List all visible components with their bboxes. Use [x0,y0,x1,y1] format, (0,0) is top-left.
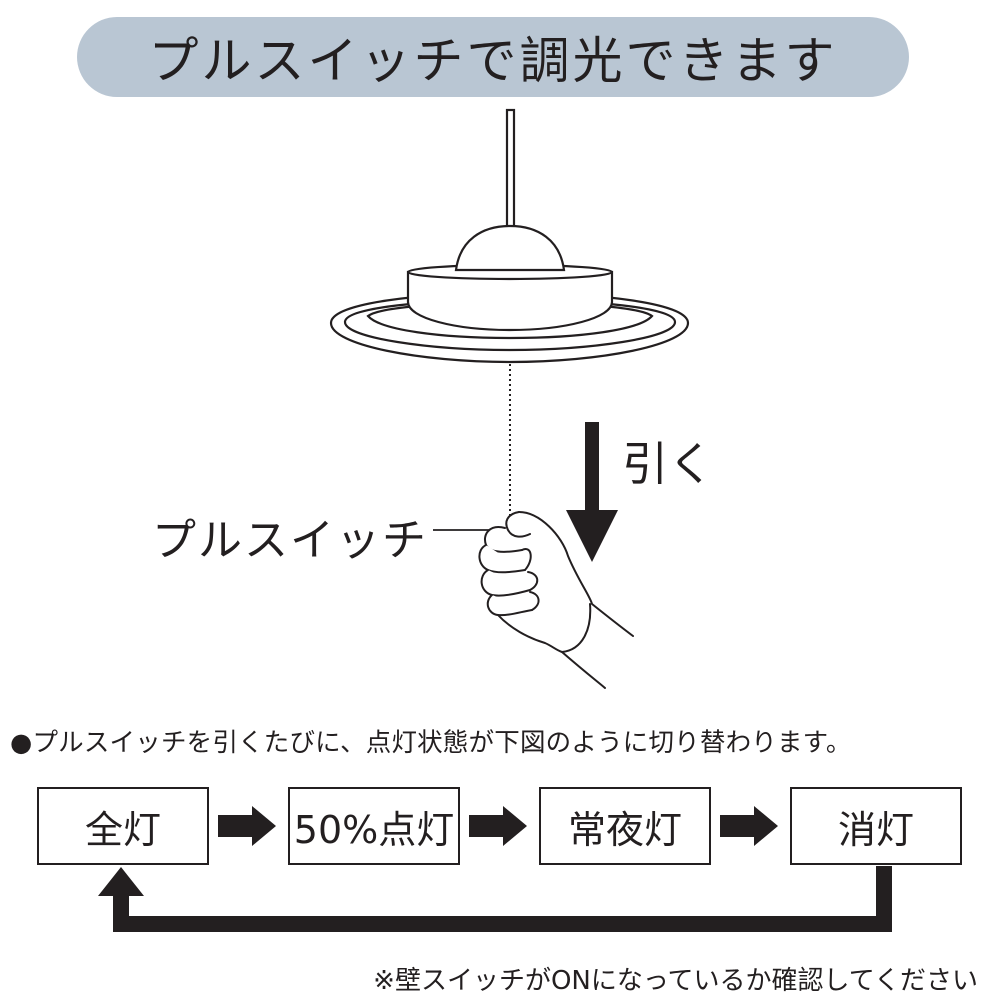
pull-down-arrow [566,422,618,562]
wall-switch-note: ※壁スイッチがONになっているか確認してください [373,966,978,996]
shade-body [406,270,614,332]
pull-label: 引く [622,437,714,491]
state-label: 全灯 [84,807,161,852]
lamp-dome [454,224,566,272]
return-arrow [98,866,892,932]
hand-drawing [478,511,634,689]
state-full-light: 全灯 [37,787,209,865]
page-title: プルスイッチで調光できます [148,32,838,90]
state-label: 消灯 [837,807,914,852]
pendant-lamp-drawing [329,108,690,364]
cycle-arrows [98,806,892,932]
state-night-light: 常夜灯 [539,787,711,865]
arrow-2-to-3 [469,806,527,846]
arrow-1-to-2 [218,806,276,846]
state-label: 50%点灯 [293,807,455,852]
state-half-light: 50%点灯 [288,787,460,865]
pull-switch-label: プルスイッチ [152,515,428,566]
state-label: 常夜灯 [567,807,682,852]
title-banner: プルスイッチで調光できます [77,17,909,97]
hanging-cord [505,108,516,230]
arrow-3-to-4 [720,806,778,846]
explanation-text: ●プルスイッチを引くたびに、点灯状態が下図のように切り替わります。 [10,728,852,758]
state-off: 消灯 [790,787,962,865]
